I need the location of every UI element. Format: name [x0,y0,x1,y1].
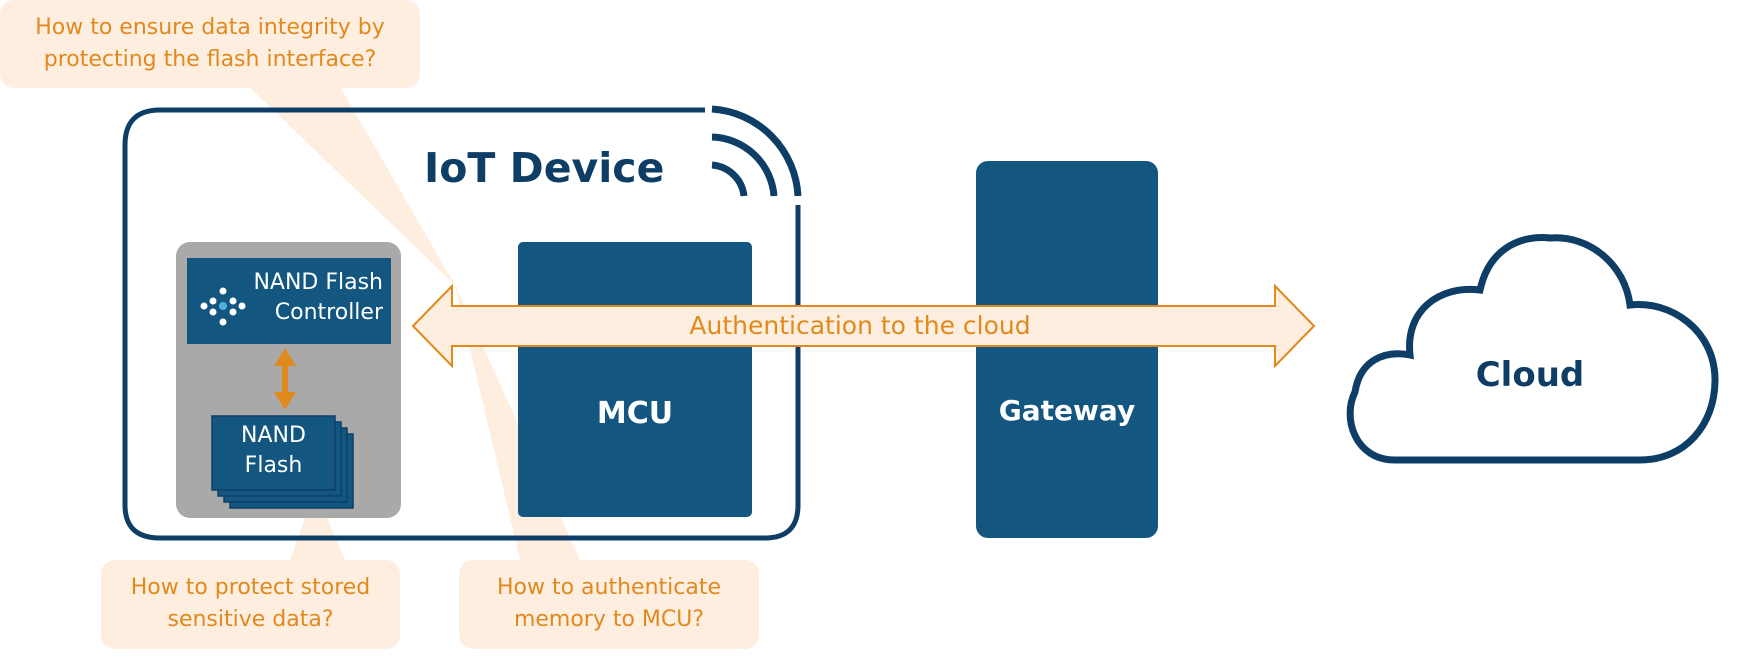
callout-pointer-flash-interface [240,78,455,285]
mcu-label: MCU [596,396,674,431]
callout-stored-data: How to protect stored sensitive data? [101,572,400,636]
callout-stored-data-box [101,560,400,649]
callout-authenticate-memory-box [459,560,759,649]
callout-flash-interface: How to ensure data integrity by protecti… [0,12,420,76]
callout-flash-interface-box [0,0,420,88]
controller-flash-arrow [274,348,296,410]
callout-flash-interface-line2: protecting the flash interface? [43,47,377,72]
wireless-icon [711,105,802,197]
callout-stored-data-line1: How to protect stored [130,575,371,600]
callout-pointer-stored-data [290,490,345,560]
iot-device-title: IoT Device [424,144,665,192]
cloud-label: Cloud [1475,355,1585,395]
authentication-arrow [411,283,1316,369]
controller-logo-icon [200,287,246,326]
iot-device-outline [122,107,801,541]
nand-flash-controller-box [187,258,391,344]
gateway-label: Gateway [998,394,1136,427]
nand-controller-label-line1: NAND Flash [253,270,383,295]
callout-authenticate-memory: How to authenticate memory to MCU? [459,572,759,636]
nand-controller-label-line2: Controller [274,300,383,325]
nand-flash-label: NAND Flash [212,421,335,481]
nand-flash-label-line2: Flash [244,453,303,478]
authentication-arrow-label: Authentication to the cloud [689,311,1031,340]
nand-flash-box [211,415,336,491]
mcu-box [518,242,752,517]
callout-authenticate-memory-line2: memory to MCU? [513,607,705,632]
cloud-shape [1346,234,1719,464]
callout-stored-data-line2: sensitive data? [167,607,334,632]
nand-controller-label: NAND Flash Controller [246,268,391,328]
callout-flash-interface-line1: How to ensure data integrity by [35,15,385,40]
callout-authenticate-memory-line1: How to authenticate [496,575,722,600]
nand-flash-label-line1: NAND [241,423,306,448]
gateway-box [976,161,1158,538]
